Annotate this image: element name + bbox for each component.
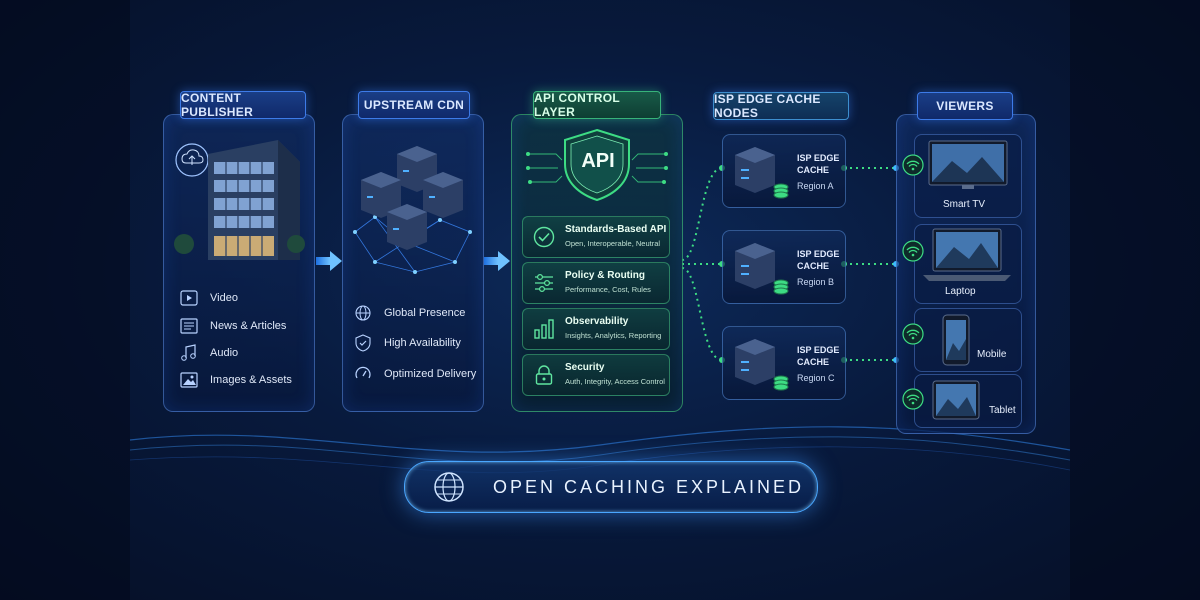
wifi-icon — [902, 388, 924, 410]
check-circle-icon — [533, 226, 555, 253]
tablet-icon — [932, 380, 980, 420]
viewer-smart-tv: Smart TV — [914, 134, 1022, 218]
cache-server-icon — [735, 243, 789, 295]
arrow-publisher-to-cdn — [316, 251, 342, 271]
banner-title: OPEN CACHING EXPLAINED — [493, 477, 805, 497]
edge-header: ISP EDGE CACHE NODES — [713, 92, 849, 120]
bar-chart-icon — [533, 318, 555, 345]
lock-icon — [533, 364, 555, 391]
cdn-header: UPSTREAM CDN — [358, 91, 470, 119]
publisher-item-video: Video — [180, 289, 238, 307]
music-icon — [180, 344, 198, 362]
publisher-item-audio: Audio — [180, 344, 238, 362]
gauge-icon — [354, 365, 372, 383]
tv-icon — [928, 140, 1008, 189]
cache-server-icon — [735, 147, 789, 199]
cdn-item-availability: High Availability — [354, 334, 461, 352]
image-icon — [180, 371, 198, 389]
viewer-tablet: Tablet — [914, 374, 1022, 428]
wifi-icon — [902, 240, 924, 262]
api-shield-illustration — [526, 128, 668, 202]
laptop-icon — [923, 228, 1011, 281]
cdn-item-delivery: Optimized Delivery — [354, 365, 476, 383]
api-badge-text: API — [581, 150, 615, 172]
edge-node-region-b: ISP EDGE CACHE Region B — [722, 230, 846, 304]
edge-node-region-c: ISP EDGE CACHE Region C — [722, 326, 846, 400]
server-cluster-illustration — [353, 146, 472, 274]
sliders-icon — [533, 272, 555, 299]
viewer-mobile: Mobile — [914, 308, 1022, 372]
title-banner: OPEN CACHING EXPLAINED — [404, 461, 818, 513]
globe-icon — [354, 304, 372, 322]
office-building-illustration — [174, 140, 305, 260]
news-icon — [180, 317, 198, 335]
api-card-policy: Policy & Routing Performance, Cost, Rule… — [522, 262, 670, 304]
publisher-header: CONTENT PUBLISHER — [180, 91, 306, 119]
globe-icon — [434, 472, 464, 502]
api-card-standards: Standards-Based API Open, Interoperable,… — [522, 216, 670, 258]
publisher-item-news: News & Articles — [180, 317, 286, 335]
api-card-observability: Observability Insights, Analytics, Repor… — [522, 308, 670, 350]
viewers-header: VIEWERS — [917, 92, 1013, 120]
cache-server-icon — [735, 339, 789, 391]
shield-check-icon — [354, 334, 372, 352]
play-icon — [180, 289, 198, 307]
cdn-item-global: Global Presence — [354, 304, 465, 322]
api-header: API CONTROL LAYER — [533, 91, 661, 119]
arrow-cdn-to-api — [484, 251, 510, 271]
api-card-security: Security Auth, Integrity, Access Control — [522, 354, 670, 396]
phone-icon — [942, 314, 970, 366]
edge-node-region-a: ISP EDGE CACHE Region A — [722, 134, 846, 208]
right-frame-shade — [1070, 0, 1200, 600]
viewer-laptop: Laptop — [914, 224, 1022, 304]
wifi-icon — [902, 154, 924, 176]
left-frame-shade — [0, 0, 130, 600]
wifi-icon — [902, 323, 924, 345]
publisher-item-images: Images & Assets — [180, 371, 292, 389]
